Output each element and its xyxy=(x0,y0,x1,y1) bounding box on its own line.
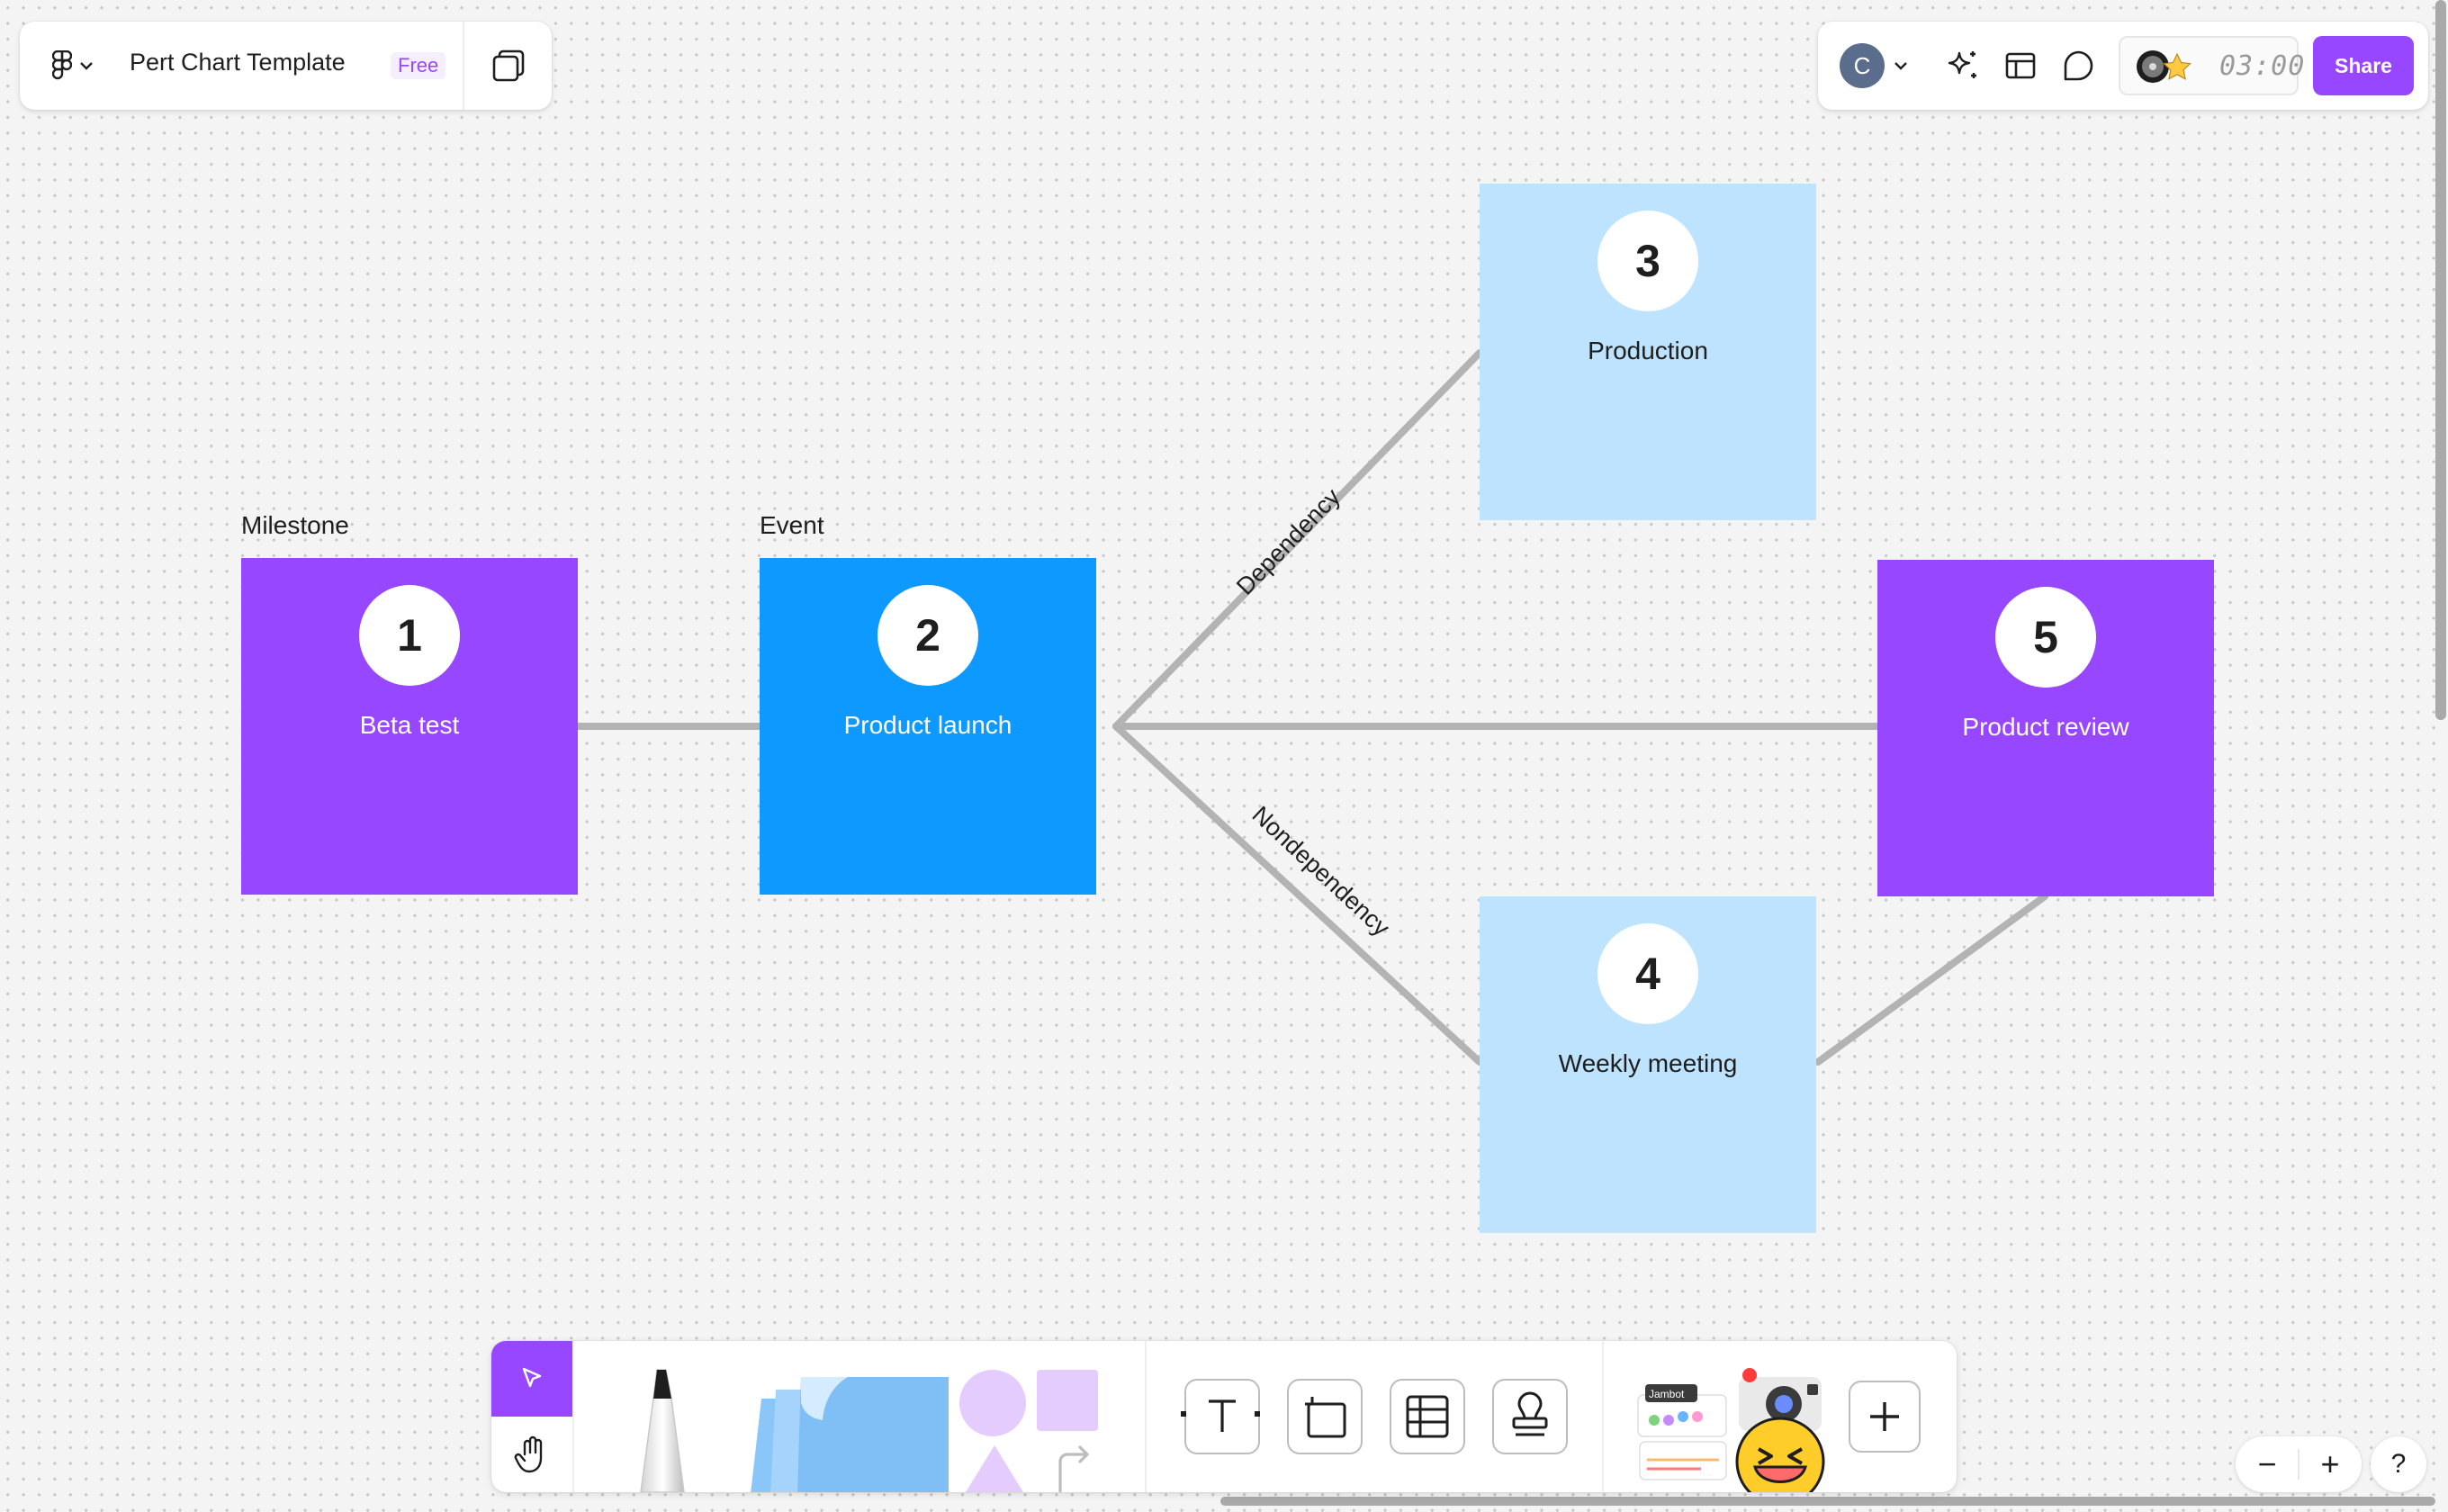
templates-button[interactable] xyxy=(2000,45,2041,86)
pages-button[interactable] xyxy=(486,43,531,88)
node-number: 3 xyxy=(1598,211,1698,311)
node-number: 1 xyxy=(359,585,460,686)
music-disc-icon xyxy=(2137,50,2169,83)
stamp-icon xyxy=(1512,1391,1548,1436)
connector-4-5[interactable] xyxy=(1814,893,2048,1066)
timer-widget[interactable]: 03:00 xyxy=(2119,36,2304,95)
help-button[interactable]: ? xyxy=(2371,1436,2426,1492)
camera-sticker-icon xyxy=(1735,1368,1825,1492)
divider xyxy=(2298,1449,2300,1480)
zoom-controls: − + xyxy=(2236,1436,2362,1492)
pert-node-5[interactable]: 5 Product review xyxy=(1877,560,2214,896)
event-heading[interactable]: Event xyxy=(760,511,824,539)
node-number: 5 xyxy=(1995,587,2096,688)
node-label: Product launch xyxy=(843,711,1012,739)
layout-icon xyxy=(2005,52,2036,79)
divider xyxy=(1145,1341,1147,1492)
vertical-scrollbar[interactable] xyxy=(2435,0,2446,720)
text-tool[interactable] xyxy=(1184,1379,1260,1454)
chevron-down-icon xyxy=(80,62,93,70)
node-label: Beta test xyxy=(359,711,460,739)
chevron-down-icon xyxy=(1894,62,1907,70)
stamp-tool[interactable] xyxy=(1492,1379,1568,1454)
select-tool[interactable] xyxy=(491,1341,572,1417)
zoom-out-button[interactable]: − xyxy=(2257,1445,2277,1482)
table-icon xyxy=(1406,1395,1449,1438)
pert-node-4[interactable]: 4 Weekly meeting xyxy=(1480,896,1816,1233)
milestone-heading[interactable]: Milestone xyxy=(241,511,349,539)
connector-nondependency[interactable] xyxy=(1112,723,1483,1066)
jambot-widget-icon: Jambot xyxy=(1637,1384,1727,1480)
section-icon xyxy=(1305,1397,1346,1438)
pert-node-2[interactable]: 2 Product launch xyxy=(760,558,1096,895)
more-tools-button[interactable] xyxy=(1849,1381,1921,1453)
avatar[interactable]: C xyxy=(1840,43,1885,88)
divider xyxy=(572,1341,574,1492)
plan-badge[interactable]: Free xyxy=(391,52,446,79)
main-menu-button[interactable] xyxy=(52,47,104,85)
jambot-sticker-text: Jambot xyxy=(1649,1388,1685,1400)
text-tool-handle xyxy=(1255,1411,1260,1417)
horizontal-scrollbar[interactable] xyxy=(1220,1497,2435,1506)
connector-dependency[interactable] xyxy=(1112,349,1483,730)
node-number: 2 xyxy=(878,585,978,686)
file-menu-panel: Pert Chart Template Free xyxy=(20,22,552,110)
creation-toolbar: Jambot xyxy=(491,1341,1957,1492)
divider xyxy=(463,22,464,110)
avatar-menu-button[interactable] xyxy=(1888,45,1913,86)
avatar-initial: C xyxy=(1853,51,1871,79)
zoom-in-button[interactable]: + xyxy=(2320,1445,2340,1482)
pages-icon xyxy=(492,50,525,82)
square-shape-icon xyxy=(1037,1370,1098,1431)
cursor-icon xyxy=(522,1367,542,1388)
marker-tool[interactable] xyxy=(617,1366,707,1492)
hand-tool[interactable] xyxy=(491,1417,572,1492)
section-tool[interactable] xyxy=(1287,1379,1363,1454)
sticky-note-tool[interactable] xyxy=(743,1368,950,1492)
collab-panel: C 03:00 Share xyxy=(1818,22,2428,110)
node-number: 4 xyxy=(1598,923,1698,1024)
comment-icon xyxy=(2064,50,2093,81)
timer-value: 03:00 xyxy=(2219,50,2306,82)
star-icon xyxy=(2163,52,2192,80)
text-icon xyxy=(1209,1400,1236,1432)
widgets-tool[interactable]: Jambot xyxy=(1633,1341,1840,1492)
connector-arrow-icon xyxy=(1058,1445,1089,1492)
node-label: Product review xyxy=(1962,713,2129,741)
node-label: Production xyxy=(1588,337,1708,364)
node-label: Weekly meeting xyxy=(1558,1049,1738,1077)
pert-node-1[interactable]: 1 Beta test xyxy=(241,558,578,895)
figma-logo-icon xyxy=(52,50,72,80)
comments-button[interactable] xyxy=(2057,45,2099,86)
file-title[interactable]: Pert Chart Template xyxy=(130,49,346,76)
ai-actions-button[interactable] xyxy=(1942,45,1984,86)
text-tool-handle xyxy=(1181,1411,1186,1417)
table-tool[interactable] xyxy=(1390,1379,1465,1454)
shapes-tool[interactable] xyxy=(959,1341,1121,1492)
plus-icon xyxy=(1870,1402,1899,1431)
hand-icon xyxy=(514,1436,543,1473)
triangle-shape-icon xyxy=(966,1445,1023,1492)
share-button[interactable]: Share xyxy=(2313,36,2414,95)
pert-node-3[interactable]: 3 Production xyxy=(1480,184,1816,520)
circle-shape-icon xyxy=(959,1370,1026,1436)
divider xyxy=(1602,1341,1604,1492)
sparkle-icon xyxy=(1948,51,1976,78)
